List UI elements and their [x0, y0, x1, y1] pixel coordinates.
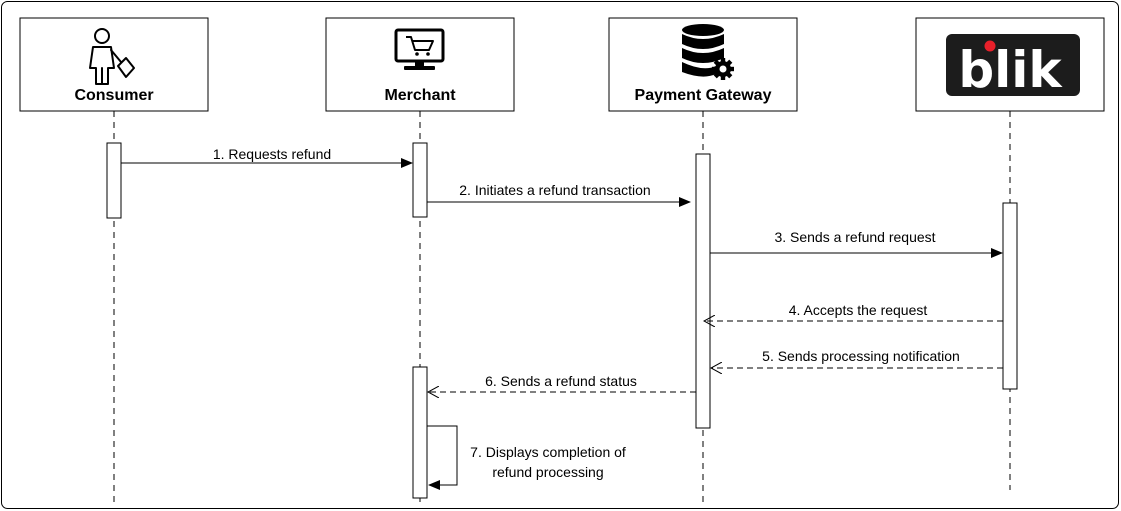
message-label-4: 4. Accepts the request	[789, 302, 928, 318]
participant-label-payment-gateway: Payment Gateway	[635, 87, 772, 104]
message-label-1: 1. Requests refund	[213, 146, 331, 162]
message-label-3: 3. Sends a refund request	[774, 229, 935, 245]
message-label-6: 6. Sends a refund status	[485, 373, 637, 389]
blik-logo: blik	[946, 34, 1080, 99]
participant-label-consumer: Consumer	[74, 87, 153, 104]
activation-blik	[1002, 202, 1018, 390]
participant-merchant: Merchant	[325, 17, 515, 112]
message-label-2: 2. Initiates a refund transaction	[459, 182, 650, 198]
activation-consumer	[106, 142, 122, 219]
participant-blik: blik	[915, 17, 1105, 112]
consumer-shopper-icon	[89, 28, 135, 85]
message-label-5: 5. Sends processing notification	[762, 348, 960, 364]
message-arrow-7	[427, 425, 458, 490]
participant-label-merchant: Merchant	[384, 87, 456, 104]
participant-consumer: Consumer	[19, 17, 209, 112]
merchant-monitor-cart-icon	[394, 28, 445, 70]
activation-merchant-1	[412, 142, 428, 218]
message-label-7-line-1: 7. Displays completion of	[470, 444, 626, 460]
activation-payment-gateway	[695, 153, 711, 429]
message-label-7-line-2: refund processing	[492, 464, 603, 480]
activation-merchant-2	[412, 366, 428, 499]
blik-logo-text: blik	[958, 41, 1063, 99]
payment-gateway-database-gear-icon	[682, 24, 734, 80]
participant-payment-gateway: Payment Gateway	[608, 17, 798, 112]
